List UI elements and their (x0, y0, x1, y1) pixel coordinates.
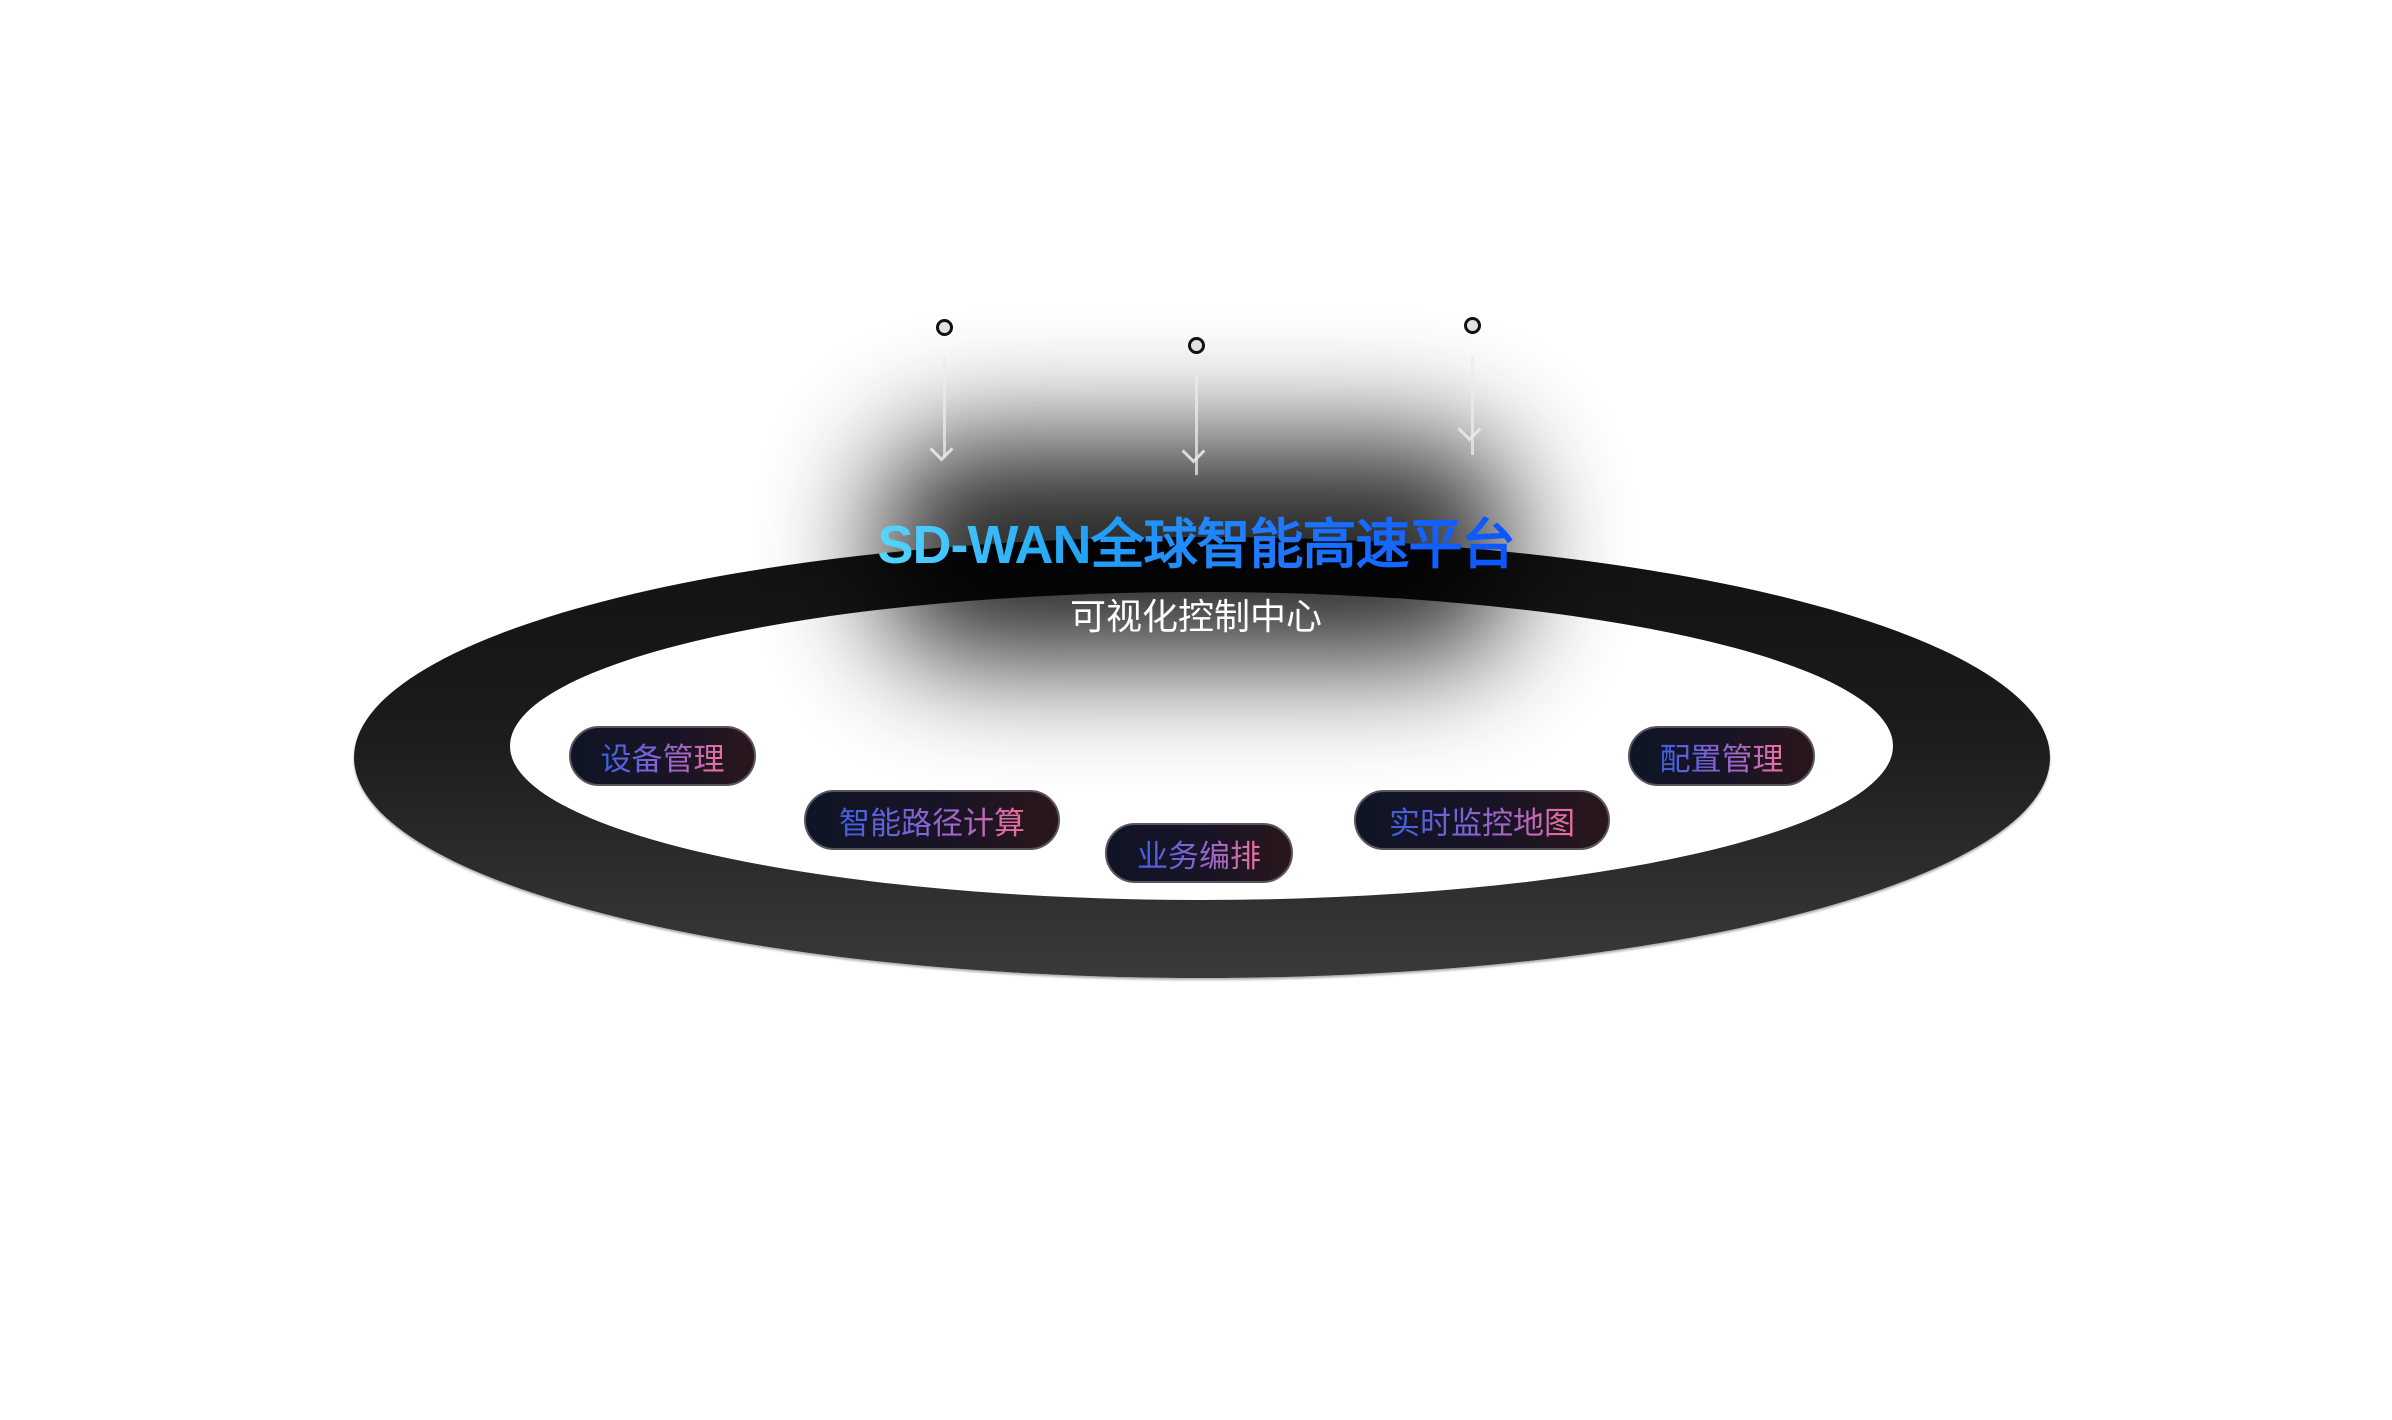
arrow-line (943, 357, 946, 457)
module-pill-smart-path[interactable]: 智能路径计算 (804, 790, 1060, 850)
module-label: 配置管理 (1660, 734, 1784, 779)
module-pill-device-management[interactable]: 设备管理 (569, 726, 756, 786)
center-shadow-glow (880, 440, 1510, 660)
circle-node-icon (936, 319, 953, 336)
circle-node-icon (1464, 317, 1481, 334)
platform-title: SD-WAN全球智能高速平台 (877, 515, 1516, 575)
module-label: 业务编排 (1137, 831, 1261, 876)
module-pill-realtime-map[interactable]: 实时监控地图 (1354, 790, 1610, 850)
platform-subtitle: 可视化控制中心 (1069, 597, 1322, 638)
circle-node-icon (1188, 337, 1205, 354)
module-pill-service-orchestration[interactable]: 业务编排 (1105, 823, 1293, 883)
arrow-line (1471, 355, 1474, 455)
module-pill-config-management[interactable]: 配置管理 (1628, 726, 1815, 786)
module-label: 设备管理 (601, 734, 725, 779)
module-label: 实时监控地图 (1389, 798, 1575, 843)
arrow-down-icon (1457, 417, 1482, 442)
arrow-line (1195, 375, 1198, 475)
module-label: 智能路径计算 (839, 798, 1025, 843)
